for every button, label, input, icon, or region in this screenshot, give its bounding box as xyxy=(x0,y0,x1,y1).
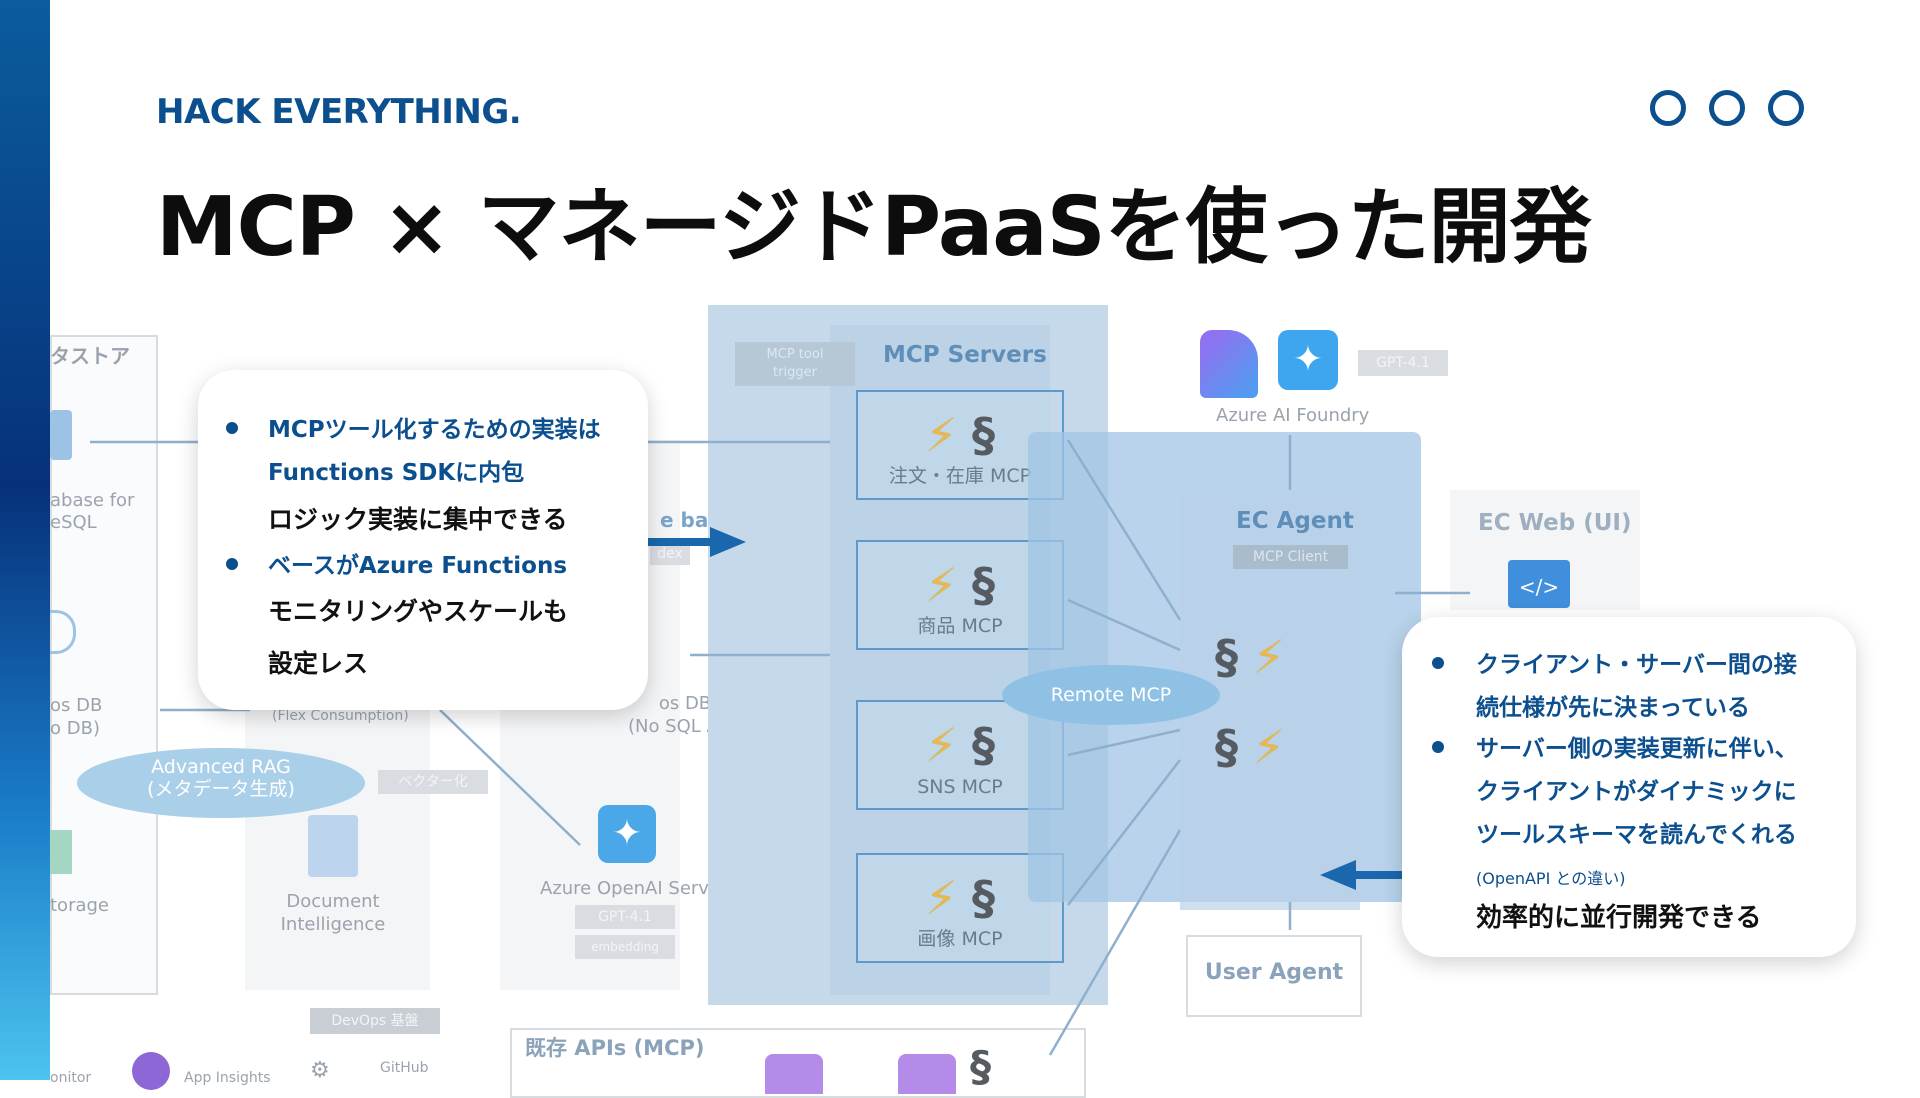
functions-bolt-icon: ⚡ xyxy=(925,558,958,612)
devops-chip: DevOps 基盤 xyxy=(310,1008,440,1034)
embedding-chip: embedding xyxy=(575,935,675,959)
functions-bolt-icon: ⚡ xyxy=(925,871,958,925)
mcp-swirl-icon: § xyxy=(971,718,995,772)
functions-bolt-icon: ⚡ xyxy=(925,718,958,772)
circle-icon xyxy=(1768,90,1804,126)
cosmos-label: os DB xyxy=(50,695,103,716)
db-label: abase for xyxy=(50,490,135,511)
mcp-swirl-icon: § xyxy=(971,558,995,612)
left-arrow-icon xyxy=(1320,860,1442,890)
cosmos-label: o DB) xyxy=(50,718,100,739)
openai-icon: ✦ xyxy=(598,805,656,863)
connector-line xyxy=(1067,759,1181,906)
connector-line xyxy=(1066,439,1182,621)
agent-icons-row-2: § ⚡ xyxy=(1215,720,1285,774)
user-agent-box xyxy=(1186,935,1362,1017)
connector-line xyxy=(439,709,581,846)
ai-foundry-label: Azure AI Foundry xyxy=(1216,405,1370,426)
mcp-client-chip: MCP Client xyxy=(1233,545,1348,569)
card-text: MCPツール化するための実装は xyxy=(268,417,601,443)
github-label: GitHub xyxy=(380,1060,429,1076)
storage-icon xyxy=(50,830,72,874)
card-text: クライアントがダイナミックに xyxy=(1476,779,1797,805)
foundry-model-icon: ✦ xyxy=(1278,330,1338,390)
card-text: ツールスキーマを読んでくれる xyxy=(1476,822,1797,848)
foundry-gpt-chip: GPT-4.1 xyxy=(1358,350,1448,376)
web-ui-icon: </> xyxy=(1508,560,1570,608)
circle-icon xyxy=(1709,90,1745,126)
mcp-swirl-icon: § xyxy=(971,408,995,462)
openai-label: Azure OpenAI Service xyxy=(540,878,735,899)
functions-bolt-icon: ⚡ xyxy=(925,408,958,462)
vectorize-chip: ベクター化 xyxy=(378,770,488,794)
card-text: サーバー側の実装更新に伴い、 xyxy=(1476,736,1798,762)
connector-line xyxy=(1048,829,1182,1056)
circle-icon xyxy=(1650,90,1686,126)
cosmos-db-icon xyxy=(50,610,76,654)
card-note: (OpenAPI との違い) xyxy=(1476,869,1626,888)
card-text: クライアント・サーバー間の接 xyxy=(1476,652,1797,678)
card-text: 設定レス xyxy=(268,649,369,678)
bullet-dot xyxy=(226,422,238,434)
bullet-dot xyxy=(1432,657,1444,669)
agent-icons-row-1: § ⚡ xyxy=(1215,630,1285,684)
database-icon xyxy=(50,410,72,460)
gpt-chip: GPT-4.1 xyxy=(575,905,675,929)
flex-consumption-label: (Flex Consumption) xyxy=(272,708,409,724)
db-label: eSQL xyxy=(50,512,97,533)
remote-mcp-ellipse: Remote MCP xyxy=(1002,665,1220,725)
mcp-swirl-icon: § xyxy=(1215,720,1238,774)
card-text: モニタリングやスケールも xyxy=(268,597,569,626)
architecture-diagram: タストア abase for eSQL os DB o DB) torage (… xyxy=(50,290,1920,1098)
existing-apis-label: 既存 APIs (MCP) xyxy=(525,1036,705,1060)
card-text: ロジック実装に集中できる xyxy=(268,505,568,534)
sidebar-gradient-bar xyxy=(0,0,50,1080)
data-store-label: タストア xyxy=(50,344,130,368)
connector-line xyxy=(1067,728,1181,757)
connector-line xyxy=(1067,598,1181,652)
user-agent-label: User Agent xyxy=(1204,960,1344,985)
index-chip: dex xyxy=(650,543,690,565)
bullet-dot xyxy=(226,558,238,570)
functions-bolt-icon: ⚡ xyxy=(1252,720,1285,774)
ai-foundry-logo-icon xyxy=(1200,330,1258,398)
mcp-servers-title: MCP Servers xyxy=(883,342,1047,368)
mcp-swirl-icon: § xyxy=(971,871,995,925)
card-conclusion: 効率的に並行開発できる xyxy=(1476,903,1762,933)
card-text: ベースがAzure Functions xyxy=(268,553,568,579)
bullet-dot xyxy=(1432,741,1444,753)
card-text: 続仕様が先に決まっている xyxy=(1476,695,1750,721)
functions-bolt-icon: ⚡ xyxy=(1252,630,1285,684)
mcp-swirl-icon: § xyxy=(1215,630,1238,684)
functions-benefits-card: MCPツール化するための実装は Functions SDKに内包 ロジック実装に… xyxy=(198,370,648,710)
slide-title: MCP × マネージドPaaSを使った開発 xyxy=(156,180,1592,275)
mcp-benefits-card: クライアント・サーバー間の接 続仕様が先に決まっている サーバー側の実装更新に伴… xyxy=(1402,617,1856,957)
brand-logo-text: HACK EVERYTHING. xyxy=(156,92,522,132)
advanced-rag-ellipse: Advanced RAG(メタデータ生成) xyxy=(77,748,365,818)
ec-agent-title: EC Agent xyxy=(1236,508,1354,534)
right-arrow-icon xyxy=(624,527,746,557)
document-intelligence-icon xyxy=(308,815,358,877)
card-text: Functions SDKに内包 xyxy=(268,460,525,486)
ec-web-label: EC Web (UI) xyxy=(1478,510,1632,536)
mcp-swirl-icon: § xyxy=(970,1042,991,1091)
github-actions-icon: ⚙ xyxy=(310,1058,330,1083)
storage-label: torage xyxy=(50,895,110,916)
